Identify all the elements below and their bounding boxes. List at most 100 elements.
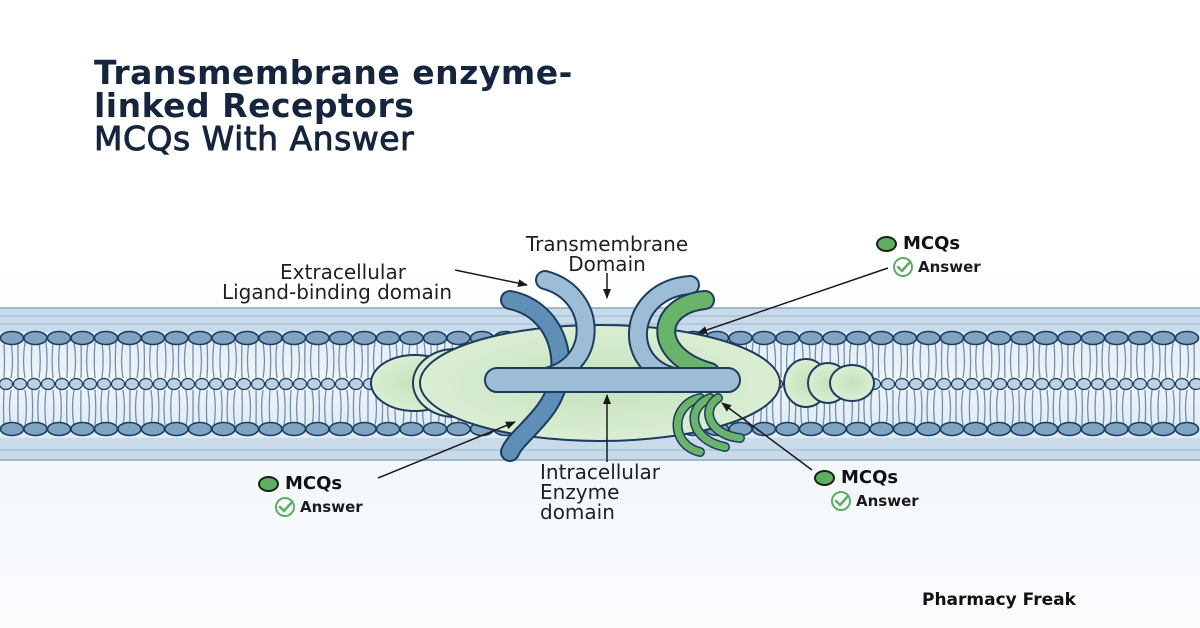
lipid-head — [1010, 330, 1035, 346]
badge-mcq-label: MCQs — [285, 473, 343, 494]
lipid-head — [1080, 421, 1106, 437]
lipid-head — [869, 330, 894, 346]
lipid-tail — [134, 389, 138, 427]
lipid-tail — [1038, 341, 1041, 379]
lipid-head-inner — [1146, 377, 1162, 391]
lipid-head-inner — [292, 377, 308, 391]
lipid-head — [892, 421, 918, 437]
lipid-tail — [260, 389, 264, 427]
lipid-tail — [185, 389, 189, 427]
lipid-head-inner — [1118, 377, 1134, 391]
lipid-tail — [227, 341, 230, 379]
lipid-tail — [171, 341, 174, 379]
lipid-tail — [233, 389, 236, 427]
lipid-tail — [205, 389, 208, 427]
lipid-head-inner — [138, 377, 154, 391]
lipid-tail — [353, 341, 356, 379]
lipid-head — [986, 421, 1012, 437]
label-intracellular-line2: Enzyme — [540, 480, 620, 504]
lipid-head-inner — [26, 377, 42, 391]
lipid-tail — [275, 341, 278, 379]
lipid-tail — [1058, 389, 1062, 427]
lipid-head — [375, 421, 401, 437]
lipid-tail — [85, 341, 89, 379]
lipid-tail — [870, 389, 873, 427]
arrow-extracellular — [454, 269, 528, 288]
lipid-head-inner — [1160, 377, 1176, 391]
lipid-tail — [115, 389, 118, 427]
lipid-tail — [71, 389, 75, 427]
lipid-tail — [219, 341, 222, 379]
arrow-top-right-badge — [697, 267, 889, 334]
lipid-head-inner — [1006, 377, 1022, 391]
lipid-tail — [246, 341, 250, 379]
lipid-head — [305, 421, 330, 437]
lipid-head-inner — [12, 377, 28, 391]
lipid-head-inner — [1188, 377, 1200, 391]
lipid-head-inner — [96, 377, 112, 391]
lipid-head-inner — [236, 377, 252, 391]
lipid-head — [1010, 421, 1035, 437]
lipid-tail — [101, 341, 104, 379]
lipid-head — [234, 421, 260, 437]
lipid-tail — [31, 389, 34, 427]
lipid-tail — [2, 389, 5, 427]
lipid-tail — [30, 341, 33, 379]
lipid-head — [939, 421, 965, 437]
lipid-head — [375, 330, 401, 346]
lipid-head-inner — [1034, 377, 1050, 391]
lipid-tail — [989, 389, 992, 427]
label-transmembrane-line1: Transmembrane — [525, 232, 689, 256]
lipid-tail — [997, 341, 1001, 379]
lipid-head-inner — [922, 377, 938, 391]
lipid-tail — [24, 389, 28, 427]
lipid-head-inner — [950, 377, 966, 391]
lipid-head-inner — [278, 377, 294, 391]
lipid-head — [352, 421, 377, 437]
lipid-head-inner — [1062, 377, 1078, 391]
lipid-tail — [1088, 341, 1091, 379]
lipid-tail — [990, 341, 993, 379]
lipid-tail — [1060, 341, 1064, 379]
lipid-head — [963, 330, 988, 346]
lipid-head — [422, 330, 448, 346]
check-circle-icon — [831, 491, 851, 511]
lipid-head — [46, 330, 72, 346]
lipid-tail — [289, 389, 292, 427]
lipid-head — [234, 330, 260, 346]
lipid-head-inner — [992, 377, 1008, 391]
lipid-tail — [268, 389, 271, 427]
lipid-head-inner — [40, 377, 56, 391]
lipid-tail — [969, 341, 972, 379]
lipid-head-inner — [0, 377, 14, 391]
lipid-tail — [38, 341, 41, 379]
lipid-head — [140, 421, 166, 437]
lipid-tail — [1072, 341, 1076, 379]
mcq-badge-top-right: MCQs Answer — [876, 233, 981, 278]
lipid-head — [46, 421, 72, 437]
lipid-head — [281, 330, 307, 346]
lipid-head-inner — [1076, 377, 1092, 391]
lipid-head-inner — [936, 377, 952, 391]
lipid-head-inner — [1132, 377, 1148, 391]
lipid-head — [1127, 421, 1153, 437]
lipid-tail — [962, 341, 966, 379]
lipid-head — [164, 330, 189, 346]
receptor-protein — [484, 270, 745, 462]
lipid-tail — [1011, 389, 1015, 427]
lipid-tail — [1158, 341, 1161, 379]
lipid-head — [1033, 421, 1059, 437]
lipid-tail — [290, 341, 293, 379]
lipid-tail — [940, 341, 943, 379]
label-intracellular-line3: domain — [540, 500, 615, 524]
lipid-head — [399, 330, 424, 346]
lipid-head — [1174, 330, 1200, 346]
lipid-head — [446, 330, 471, 346]
lipid-tail — [1102, 389, 1105, 427]
lipid-tail — [1123, 341, 1127, 379]
lipid-tail — [164, 341, 167, 379]
lipid-tail — [920, 389, 923, 427]
lipid-tail — [338, 341, 341, 379]
lipid-tail — [1045, 341, 1048, 379]
lipid-head — [328, 421, 354, 437]
